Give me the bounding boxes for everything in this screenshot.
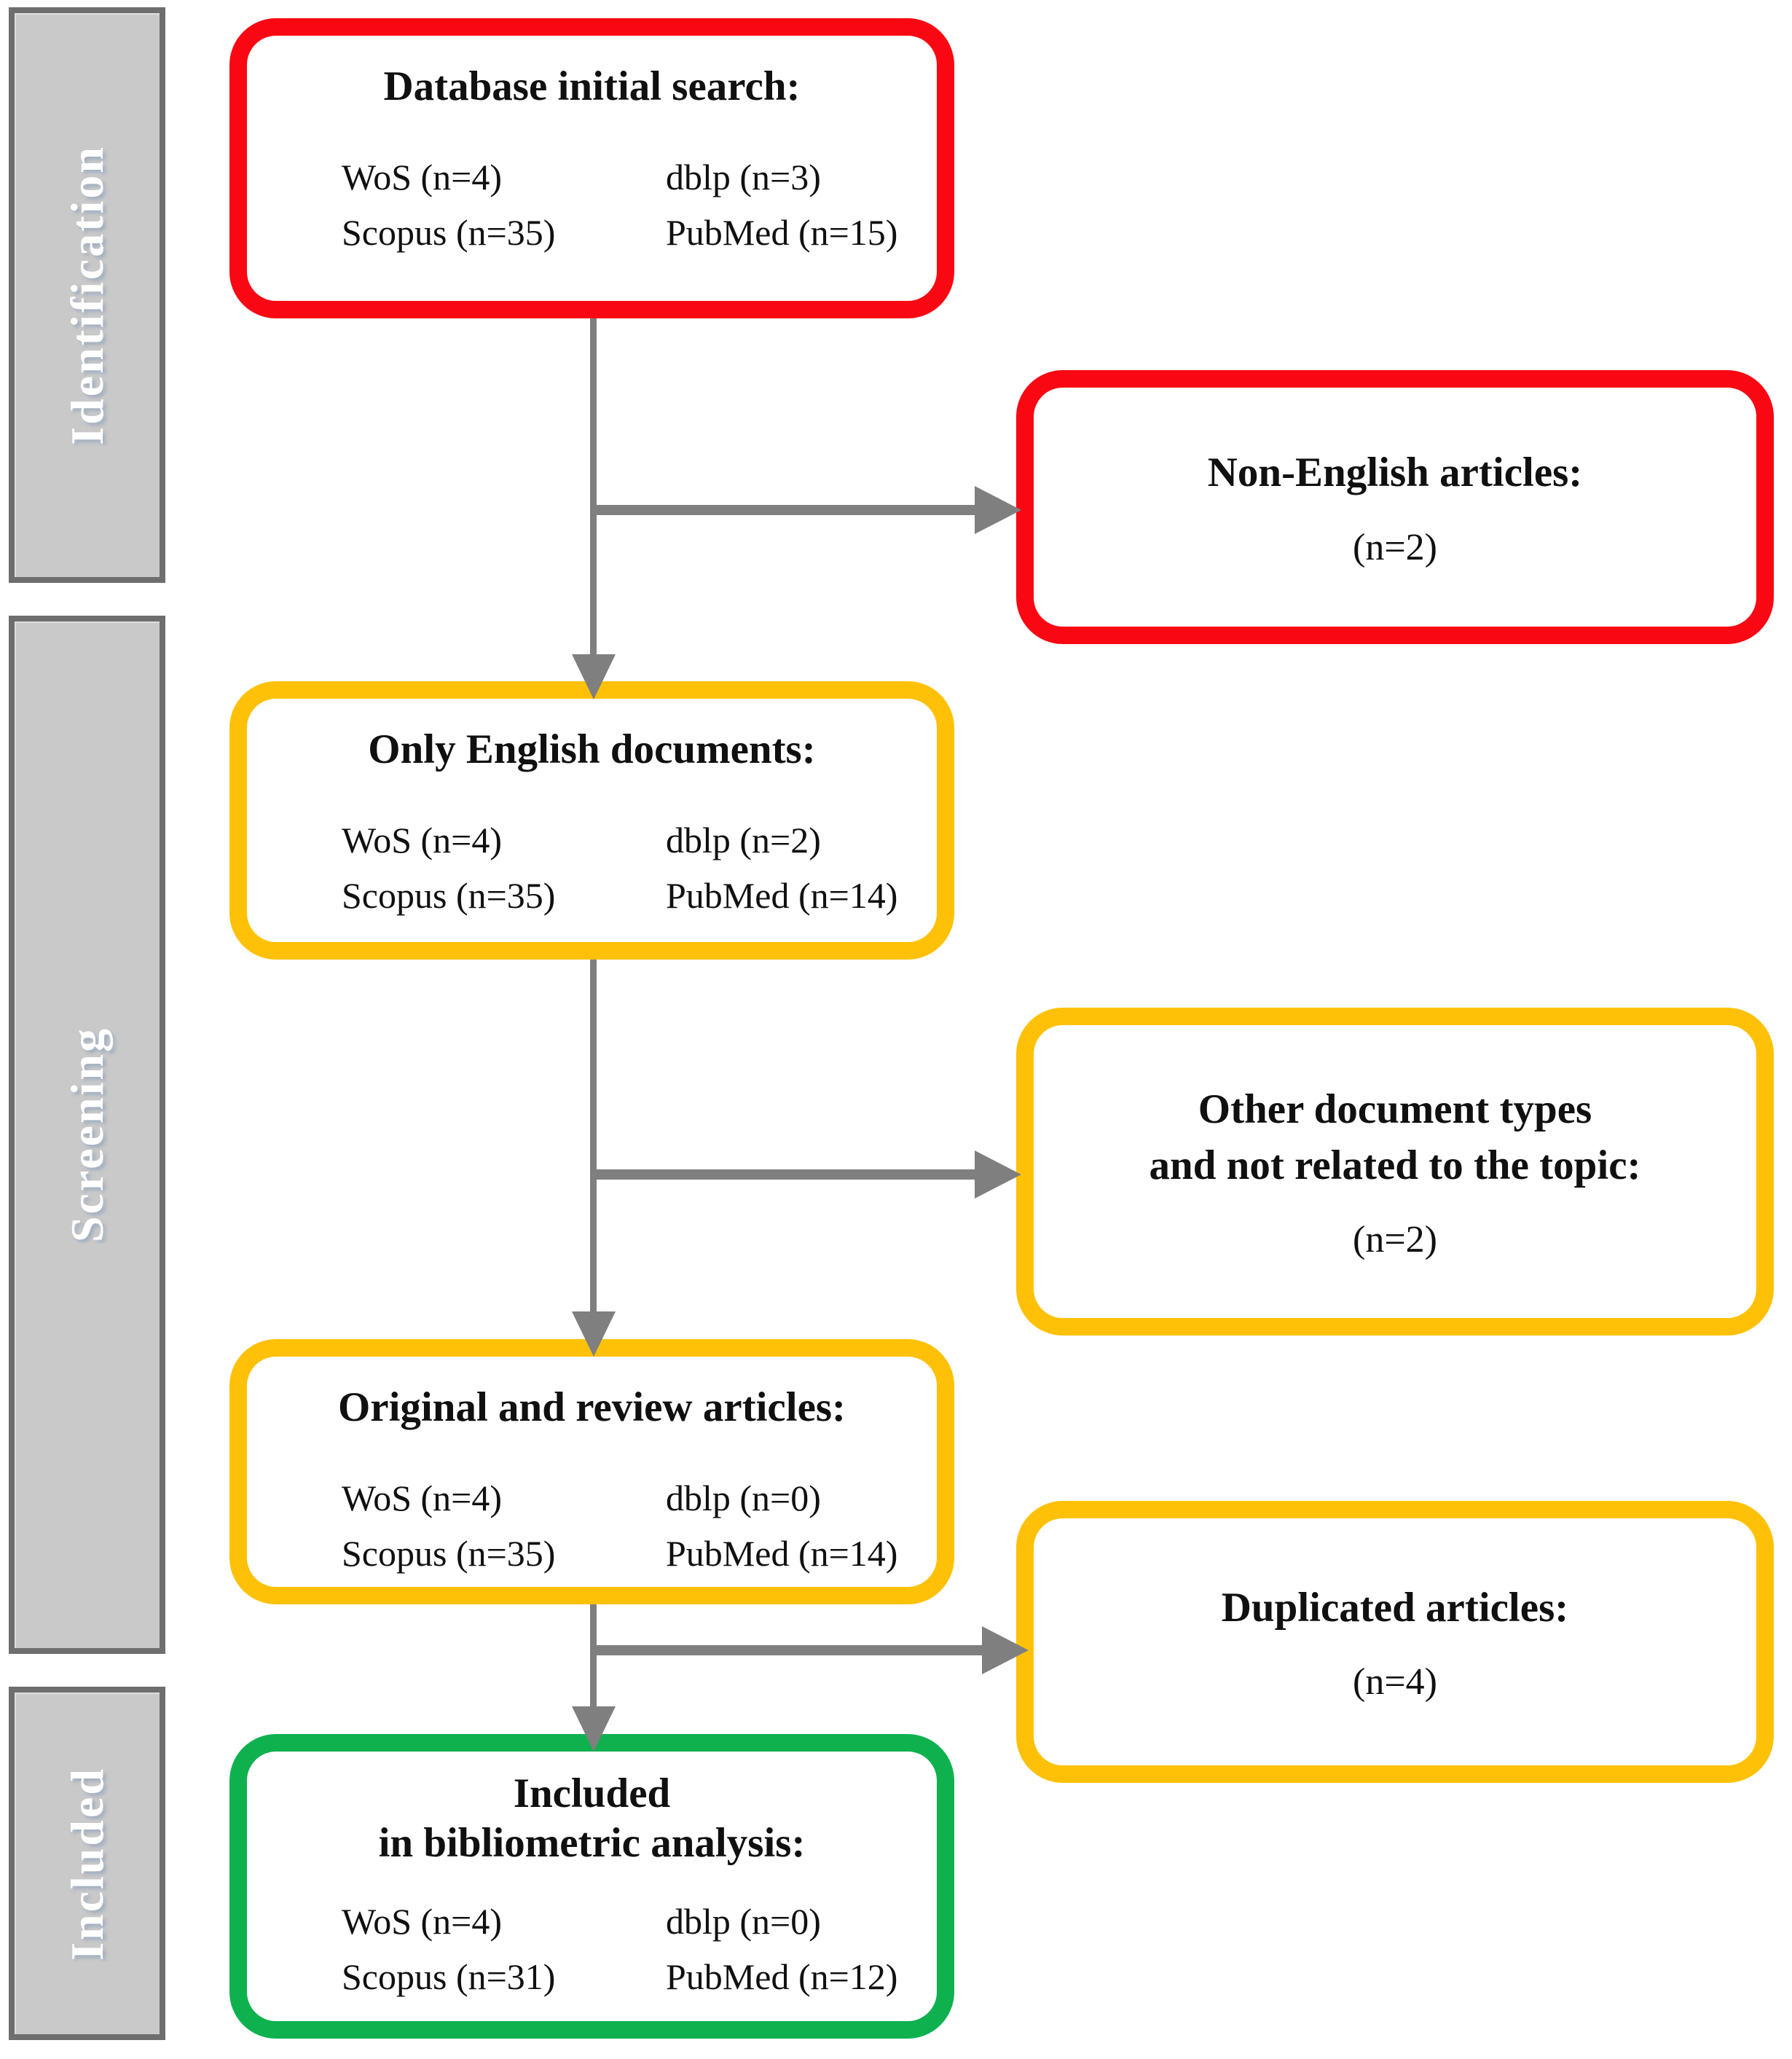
stat-scopus: Scopus (n=35): [342, 212, 556, 254]
stat-pubmed: PubMed (n=12): [666, 1956, 898, 1997]
title-line: Duplicated articles:: [1221, 1584, 1569, 1631]
title-line: Included: [513, 1770, 671, 1816]
box-duplicated-articles-count: (n=4): [1353, 1661, 1437, 1703]
box-non-english-articles: Non-English articles: (n=2): [1016, 370, 1774, 644]
stage-band-identification-label: Identification: [60, 145, 113, 445]
arrow-line-to-other-document-types: [594, 1169, 978, 1180]
box-other-document-types-count: (n=2): [1353, 1219, 1437, 1261]
stage-band-screening: Screening: [9, 616, 165, 1654]
title-line: Original and review articles:: [337, 1384, 846, 1430]
title-line: Only English documents:: [368, 726, 816, 772]
stage-band-screening-label: Screening: [60, 1027, 113, 1243]
title-line: and not related to the topic:: [1149, 1142, 1641, 1188]
stat-scopus: Scopus (n=31): [342, 1956, 556, 1997]
box-database-initial-search-stats: WoS (n=4) dblp (n=3) Scopus (n=35) PubMe…: [342, 155, 897, 254]
stat-scopus: Scopus (n=35): [342, 1533, 556, 1574]
box-included-in-bibliometric-analysis-stats: WoS (n=4) dblp (n=0) Scopus (n=31) PubMe…: [342, 1899, 897, 1999]
arrow-line-box2-to-box3: [590, 960, 597, 1311]
title-line: in bibliometric analysis:: [378, 1820, 806, 1867]
stat-dblp: dblp (n=0): [666, 1478, 821, 1519]
stat-pubmed: PubMed (n=14): [666, 1533, 898, 1574]
box-database-initial-search: Database initial search: WoS (n=4) dblp …: [229, 18, 954, 318]
stage-band-identification: Identification: [9, 7, 165, 583]
arrow-line-to-duplicated-articles: [594, 1645, 985, 1655]
box-included-in-bibliometric-analysis-title: Included in bibliometric analysis:: [379, 1769, 806, 1869]
stat-wos: WoS (n=4): [342, 157, 502, 198]
box-other-document-types: Other document types and not related to …: [1016, 1008, 1774, 1336]
stat-wos: WoS (n=4): [342, 1900, 502, 1942]
stage-band-included-label: Included: [60, 1766, 113, 1961]
box-non-english-articles-title: Non-English articles:: [1208, 445, 1583, 501]
stat-dblp: dblp (n=0): [666, 1900, 821, 1942]
arrow-down-icon: [572, 1311, 616, 1357]
box-only-english-documents-stats: WoS (n=4) dblp (n=2) Scopus (n=35) PubMe…: [342, 818, 897, 917]
stat-wos: WoS (n=4): [342, 1478, 502, 1519]
arrow-right-icon: [982, 1626, 1029, 1674]
box-only-english-documents: Only English documents: WoS (n=4) dblp (…: [229, 681, 954, 960]
box-only-english-documents-title: Only English documents:: [368, 725, 815, 774]
arrow-down-icon: [572, 654, 616, 699]
arrow-line-box3-to-box4: [590, 1604, 597, 1706]
title-line: Other document types: [1198, 1086, 1592, 1132]
stat-pubmed: PubMed (n=15): [666, 212, 898, 254]
title-line: Non-English articles:: [1207, 450, 1583, 496]
box-original-and-review-articles-title: Original and review articles:: [338, 1383, 846, 1432]
arrow-right-icon: [975, 1150, 1021, 1199]
box-non-english-articles-count: (n=2): [1353, 526, 1437, 568]
arrow-right-icon: [975, 486, 1021, 534]
box-included-in-bibliometric-analysis: Included in bibliometric analysis: WoS (…: [229, 1734, 954, 2039]
stat-wos: WoS (n=4): [342, 820, 502, 861]
stat-pubmed: PubMed (n=14): [666, 875, 898, 917]
stat-dblp: dblp (n=2): [666, 820, 821, 861]
stat-dblp: dblp (n=3): [666, 157, 821, 198]
stage-band-included: Included: [9, 1687, 165, 2040]
box-duplicated-articles-title: Duplicated articles:: [1222, 1580, 1568, 1636]
box-database-initial-search-title: Database initial search:: [383, 62, 800, 111]
arrow-line-to-non-english: [594, 505, 978, 515]
stat-scopus: Scopus (n=35): [342, 875, 556, 917]
box-original-and-review-articles: Original and review articles: WoS (n=4) …: [229, 1339, 954, 1604]
title-line: Database initial search:: [383, 63, 801, 109]
box-duplicated-articles: Duplicated articles: (n=4): [1016, 1501, 1774, 1783]
arrow-down-icon: [572, 1706, 616, 1752]
arrow-line-box1-to-box2: [590, 318, 597, 654]
box-original-and-review-articles-stats: WoS (n=4) dblp (n=0) Scopus (n=35) PubMe…: [342, 1476, 897, 1575]
box-other-document-types-title: Other document types and not related to …: [1150, 1082, 1641, 1194]
